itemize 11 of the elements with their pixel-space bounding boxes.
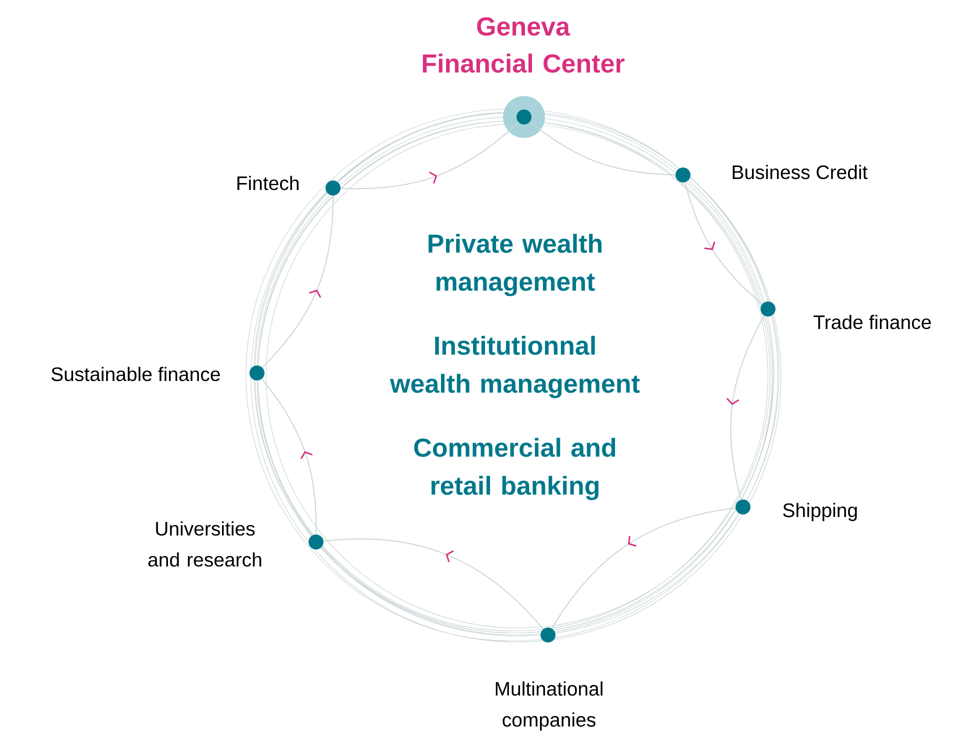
node-label: Universities and research — [148, 521, 262, 567]
node-label: Geneva Financial Center — [422, 17, 624, 73]
node-label: Fintech — [237, 176, 299, 190]
center-heading: Private wealth management — [428, 234, 602, 296]
center-heading: Institutionnal wealth management — [390, 336, 640, 398]
node-label: Sustainable finance — [51, 366, 220, 382]
node-label: Shipping — [783, 502, 857, 522]
node-label: Trade finance — [814, 314, 931, 330]
node-label: Business Credit — [732, 164, 868, 180]
node-label: Multinational companies — [496, 681, 602, 731]
center-heading: Commercial and retail banking — [414, 438, 616, 500]
